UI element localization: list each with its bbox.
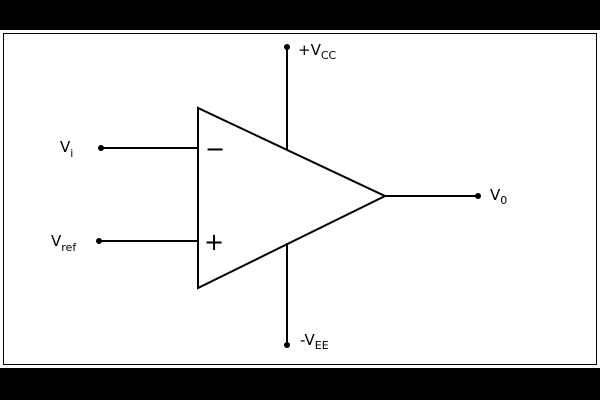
inverting-symbol: −: [205, 135, 225, 163]
diagram-panel: [0, 30, 600, 368]
supply-negative-terminal: [284, 342, 290, 348]
non-inverting-input-label: Vref: [51, 232, 77, 254]
non-inverting-symbol: +: [204, 228, 224, 256]
output-terminal: [475, 193, 481, 199]
inverting-input-terminal: [98, 145, 104, 151]
supply-negative-label: -VEE: [300, 331, 329, 352]
output-label: V0: [490, 186, 507, 207]
supply-positive-terminal: [284, 44, 290, 50]
supply-positive-label: +VCC: [298, 41, 337, 62]
non-inverting-input-terminal: [96, 238, 102, 244]
inverting-input-label: Vi: [60, 138, 73, 160]
op-amp-triangle: [197, 106, 388, 290]
diagram-border: [3, 33, 597, 365]
